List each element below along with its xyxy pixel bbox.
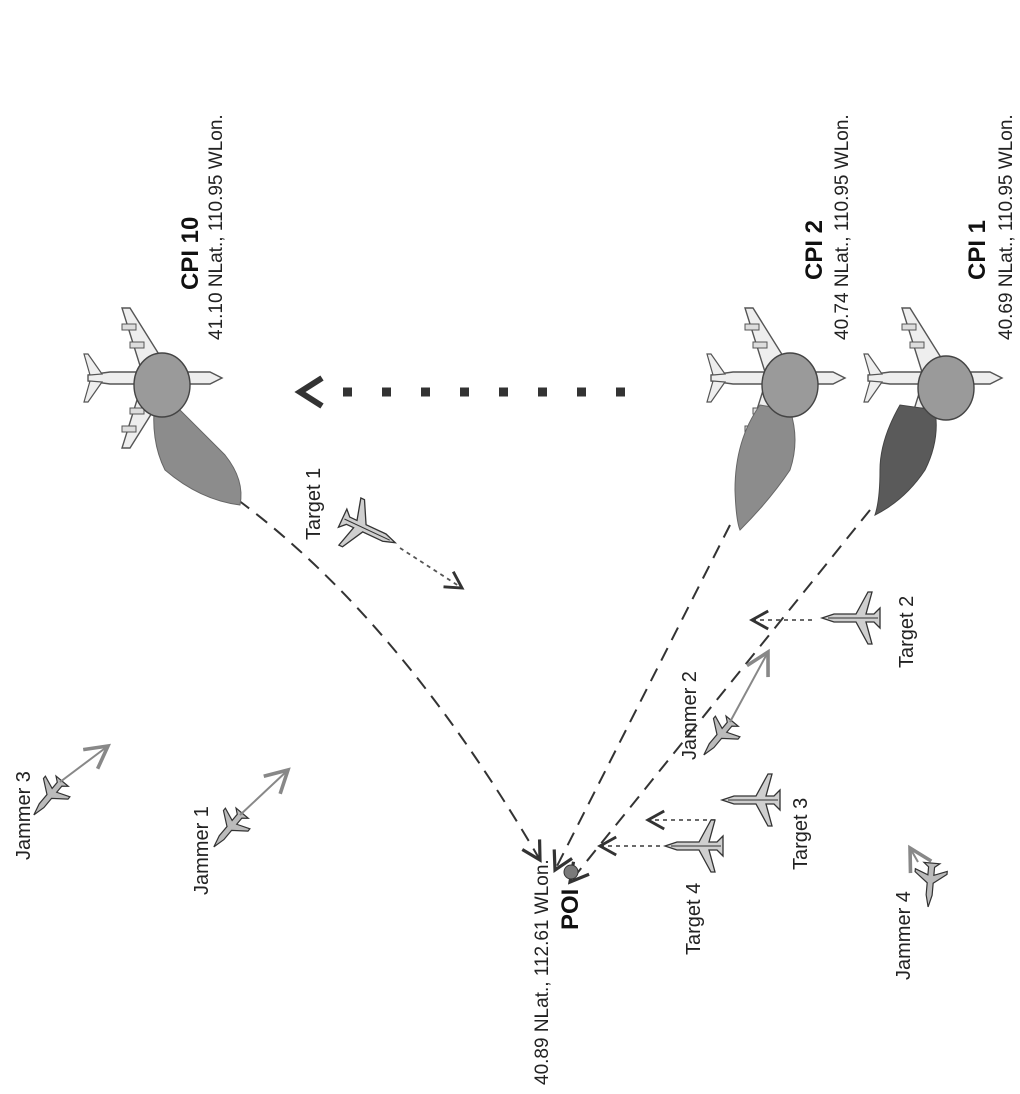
sightline-cpi2 — [552, 524, 731, 873]
cpi-movement-arrowhead — [294, 375, 324, 409]
target2-aircraft — [821, 591, 881, 645]
jammer3-label: Jammer 3 — [13, 771, 35, 860]
cpi1-beam — [874, 404, 937, 516]
jammer4-aircraft — [911, 861, 949, 909]
target1-label: Target 1 — [303, 468, 325, 540]
jammer4-track — [908, 844, 933, 874]
cpi2-radome — [761, 352, 819, 418]
cpi1-label: CPI 1 — [964, 220, 991, 280]
cpi2-beam — [734, 404, 796, 531]
jammer3-track — [59, 743, 112, 783]
cpi1-radome — [917, 355, 975, 421]
target3-label: Target 3 — [790, 798, 812, 870]
target4-label: Target 4 — [683, 883, 705, 955]
jammer2-track — [729, 648, 770, 723]
target1-aircraft — [330, 493, 407, 567]
sightline-cpi10 — [237, 499, 542, 863]
cpi10-radome — [133, 352, 191, 418]
jammer4-label: Jammer 4 — [893, 891, 915, 980]
jammer1-label: Jammer 1 — [191, 806, 213, 895]
target4-aircraft — [664, 819, 724, 873]
target1-track — [399, 547, 465, 590]
poi-label: POI — [557, 889, 584, 930]
poi-coord: 40.89 NLat., 112.61 WLon. — [532, 859, 553, 1085]
cpi2-coord: 40.74 NLat., 110.95 WLon. — [832, 114, 853, 340]
jammer2-label: Jammer 2 — [679, 671, 701, 760]
cpi10-label: CPI 10 — [177, 217, 204, 290]
cpi1-coord: 40.69 NLat., 110.95 WLon. — [996, 114, 1017, 340]
poi-marker — [563, 864, 579, 880]
target3-aircraft — [721, 773, 781, 827]
cpi10-coord: 41.10 NLat., 110.95 WLon. — [206, 114, 227, 340]
sightline-cpi1 — [567, 509, 871, 885]
target2-label: Target 2 — [896, 596, 918, 668]
jammer1-track — [239, 767, 291, 816]
cpi2-label: CPI 2 — [801, 220, 828, 280]
cpi10-beam — [153, 399, 242, 506]
